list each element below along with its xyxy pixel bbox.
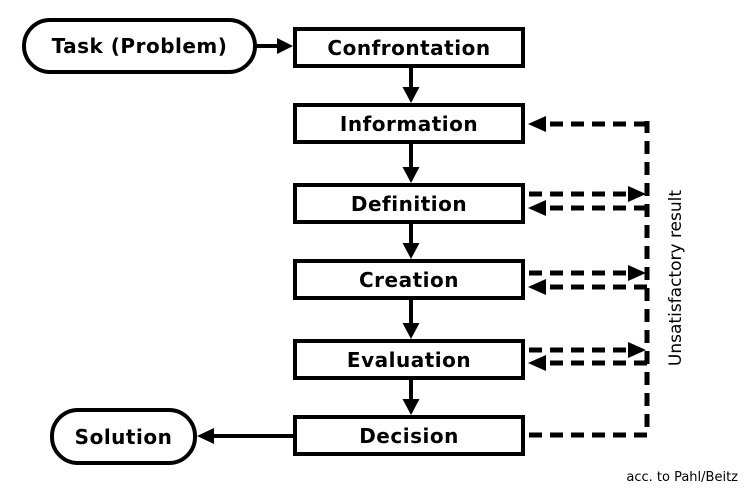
arrow-confrontation-to-information (402, 67, 420, 103)
feedback-arrow-out-of-creation (529, 265, 646, 281)
arrow-evaluation-to-decision (402, 379, 420, 415)
node-evaluation: Evaluation (293, 339, 525, 380)
feedback-arrow-into-definition (528, 200, 647, 216)
node-definition: Definition (293, 183, 525, 224)
node-creation: Creation (293, 259, 525, 300)
feedback-arrow-out-of-evaluation (529, 342, 646, 358)
feedback-label: Unsatisfactory result (666, 189, 686, 367)
arrow-decision-to-solution (197, 428, 294, 444)
attribution-caption: acc. to Pahl/Beitz (626, 470, 738, 485)
arrow-definition-to-creation (402, 223, 420, 259)
feedback-line-main (529, 121, 650, 438)
arrow-information-to-definition (402, 143, 420, 183)
arrow-creation-to-evaluation (402, 299, 420, 339)
node-solution: Solution (50, 408, 197, 465)
node-task-problem: Task (Problem) (22, 18, 257, 74)
feedback-arrow-into-creation (528, 279, 647, 295)
arrow-task-to-confrontation (256, 38, 293, 54)
feedback-arrow-out-of-definition (529, 186, 646, 202)
feedback-arrow-into-evaluation (528, 355, 647, 371)
node-confrontation: Confrontation (293, 27, 525, 68)
feedback-arrow-into-information (528, 116, 647, 132)
node-decision: Decision (293, 415, 525, 456)
node-information: Information (293, 103, 525, 144)
